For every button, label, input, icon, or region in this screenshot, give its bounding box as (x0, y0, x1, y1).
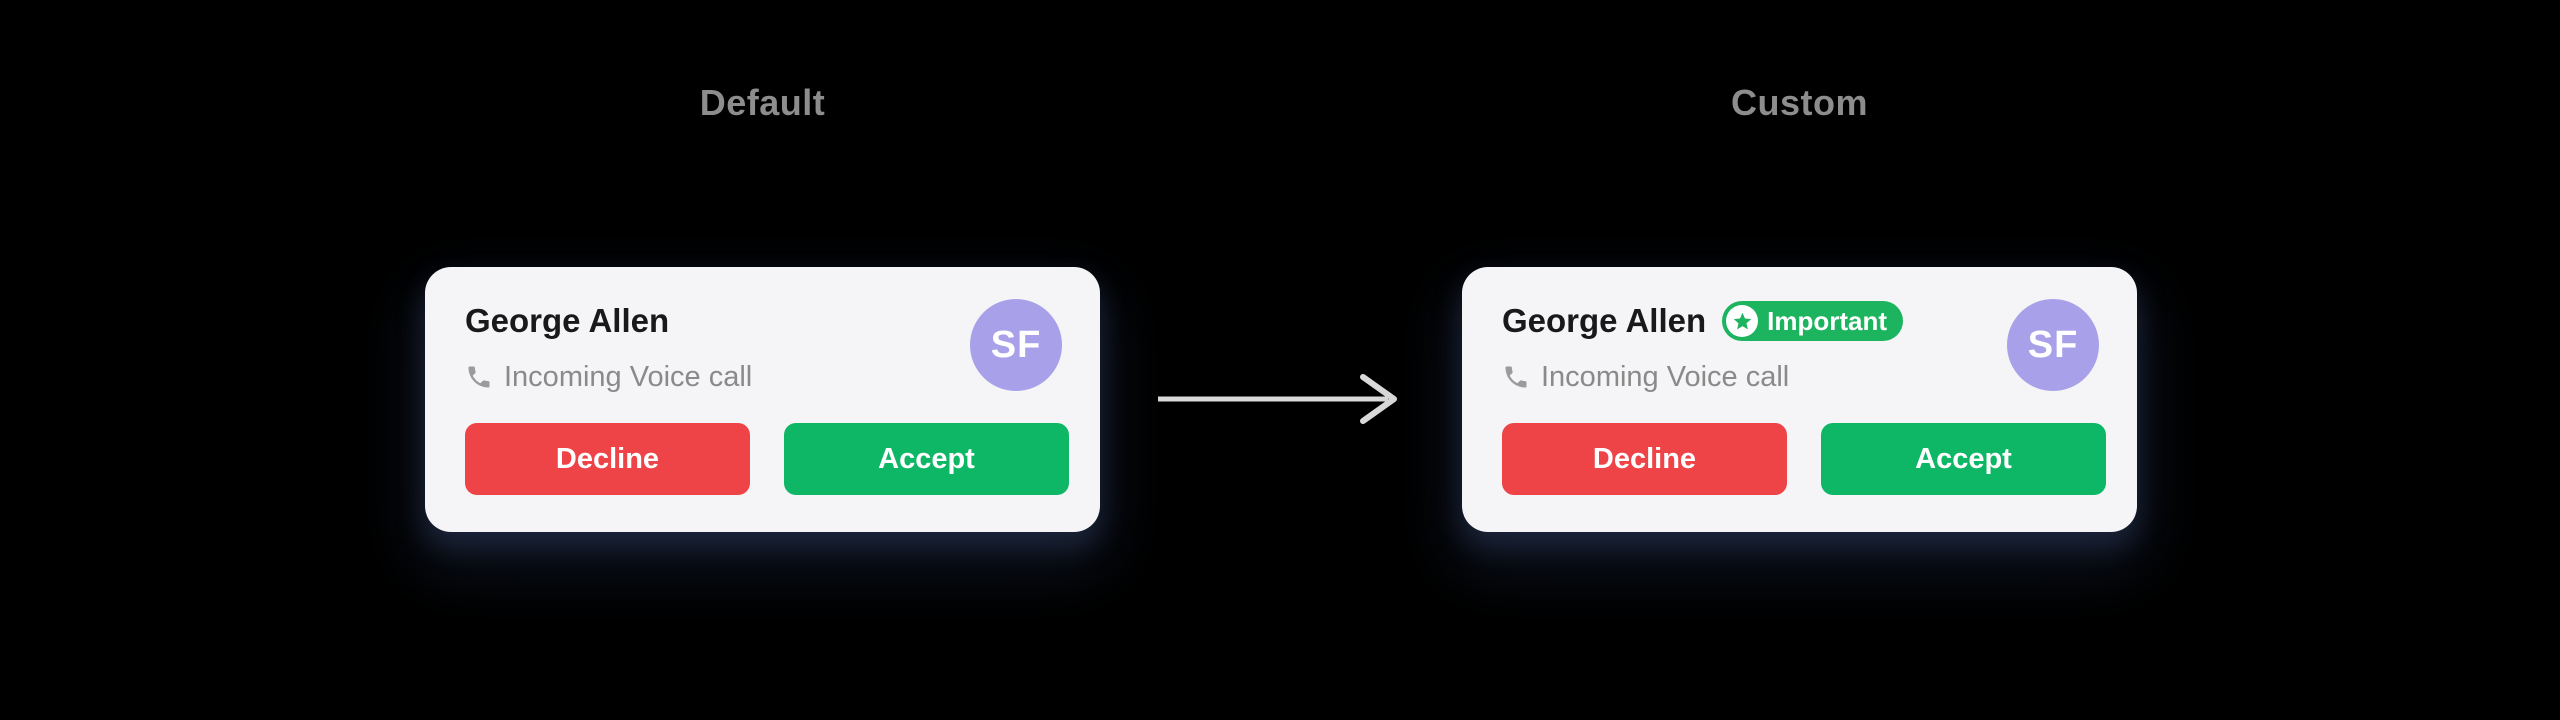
decline-button[interactable]: Decline (465, 423, 750, 495)
accept-button[interactable]: Accept (1821, 423, 2106, 495)
call-actions: Decline Accept (465, 423, 1069, 495)
avatar-initials: SF (990, 323, 1042, 366)
phone-receiver-icon (468, 366, 490, 388)
avatar: SF (970, 299, 1062, 391)
important-badge-label: Important (1767, 306, 1888, 336)
caller-name-row: George Allen (465, 299, 669, 343)
call-type-row: Incoming Voice call (465, 359, 752, 395)
call-notification-card-default: George Allen Incoming Voice call SF Decl… (425, 267, 1100, 532)
section-label-default: Default (699, 82, 826, 123)
call-actions: Decline Accept (1502, 423, 2106, 495)
star-icon (1726, 305, 1759, 337)
call-type-row: Incoming Voice call (1502, 359, 1789, 395)
avatar: SF (2007, 299, 2099, 391)
phone-receiver-icon (1505, 366, 1527, 388)
decline-button[interactable]: Decline (1502, 423, 1787, 495)
accept-button[interactable]: Accept (784, 423, 1069, 495)
caller-name-row: George Allen Important (1502, 299, 1904, 343)
call-type-label: Incoming Voice call (504, 360, 753, 393)
important-badge: Important (1722, 301, 1904, 341)
call-notification-card-custom: George Allen Important Incoming Voice ca… (1462, 267, 2137, 532)
panel-default: Default George Allen Incoming Voice call… (425, 0, 1100, 720)
call-type-label: Incoming Voice call (1541, 360, 1790, 393)
section-label-custom: Custom (1731, 82, 1868, 123)
caller-name: George Allen (1502, 302, 1707, 339)
caller-name: George Allen (465, 302, 670, 339)
arrow-right-icon (1148, 369, 1408, 429)
avatar-initials: SF (2027, 323, 2079, 366)
panel-custom: Custom George Allen Important Incoming (1462, 0, 2137, 720)
